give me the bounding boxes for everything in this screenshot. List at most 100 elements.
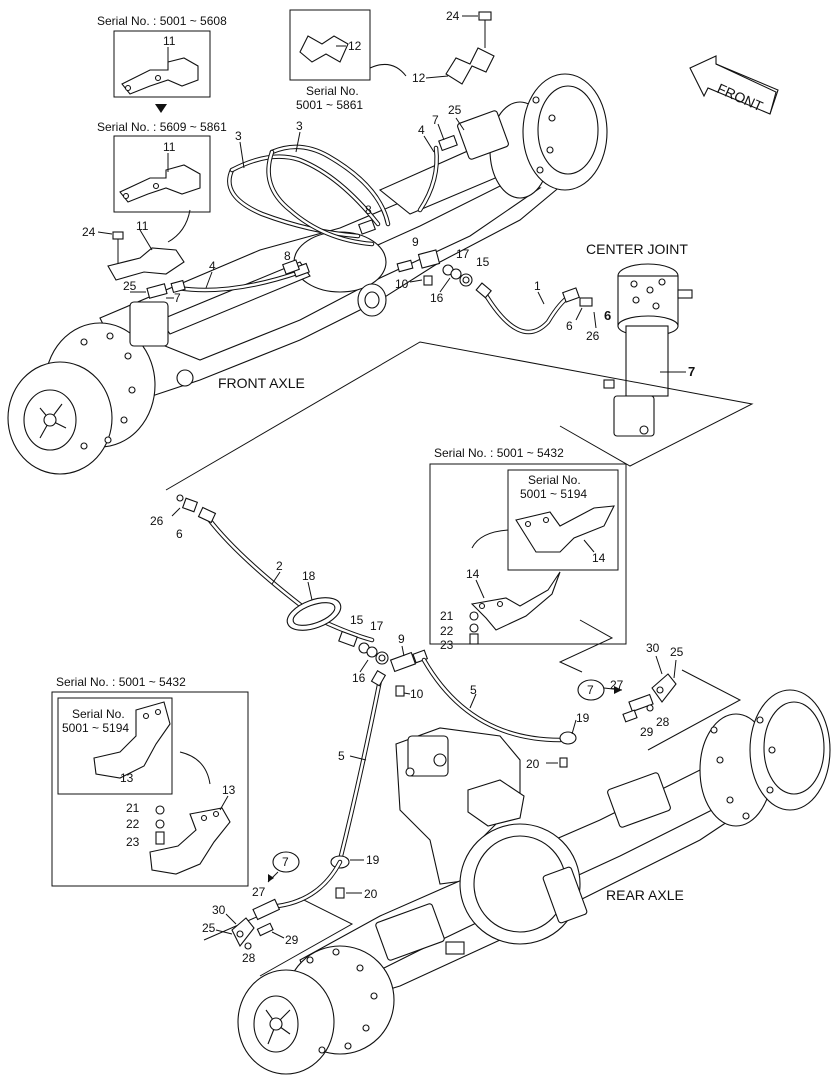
label-22-right: 22 (440, 624, 454, 638)
label-1: 1 (534, 279, 541, 293)
label-9-front: 9 (412, 235, 419, 249)
label-30-left: 30 (212, 903, 226, 917)
serial-box-top-center: 12 Serial No. 5001 ~ 5861 (289, 9, 407, 112)
label-6-cj: 6 (604, 308, 611, 323)
rear-axle-assembly (237, 689, 831, 1075)
serial-box-mid-right: Serial No. : 5001 ~ 5432 Serial No. 5001… (429, 446, 627, 652)
serial-box-top-left-b: Serial No. : 5609 ~ 5861 11 (97, 120, 227, 243)
front-fittings: 7 25 8 8 7 25 (123, 103, 465, 305)
label-10-front: 10 (395, 277, 409, 291)
label-25-top: 25 (448, 103, 462, 117)
label-11-a: 11 (163, 34, 176, 48)
label-24-top: 24 (446, 9, 460, 23)
label-20-left: 20 (364, 887, 378, 901)
label-22-left: 22 (126, 817, 140, 831)
serial-note-lower-left: Serial No. : 5001 ~ 5432 (56, 675, 186, 689)
label-13-inner: 13 (120, 771, 134, 785)
label-28-left: 28 (242, 951, 256, 965)
serial-note-lower-left-inner-1: Serial No. (72, 707, 125, 721)
label-8-top: 8 (365, 203, 372, 217)
label-7-cj: 7 (688, 364, 695, 379)
label-8-front: 8 (284, 249, 291, 263)
label-25-left: 25 (202, 921, 216, 935)
front-direction-arrow: FRONT (689, 55, 779, 115)
label-11-front: 11 (136, 219, 149, 233)
label-15-mid: 15 (350, 613, 364, 627)
label-11-b: 11 (163, 140, 176, 154)
label-21-right: 21 (440, 609, 454, 623)
center-joint: CENTER JOINT 6 7 (586, 241, 695, 437)
label-4-front: 4 (209, 259, 216, 273)
center-joint-label: CENTER JOINT (586, 241, 688, 257)
serial-box-top-left-a: Serial No. : 5001 ~ 5608 11 (97, 14, 227, 113)
label-7-front: 7 (174, 291, 181, 305)
label-26-mid: 26 (150, 514, 164, 528)
label-15-front: 15 (476, 255, 490, 269)
label-4-top: 4 (418, 123, 425, 137)
label-27-left: 27 (252, 885, 266, 899)
label-25-right: 25 (670, 645, 684, 659)
label-7-top: 7 (432, 113, 439, 127)
label-17-front: 17 (456, 247, 470, 261)
label-23-left: 23 (126, 835, 140, 849)
label-12-a: 12 (348, 39, 362, 53)
circle-7-right: 7 (587, 683, 594, 697)
label-13: 13 (222, 783, 236, 797)
label-3-b: 3 (296, 119, 303, 133)
serial-note-mid-right: Serial No. : 5001 ~ 5432 (434, 446, 564, 460)
serial-note-lower-left-inner-2: 5001 ~ 5194 (62, 721, 129, 735)
hoses-5: 5 5 (337, 657, 563, 863)
right-plate-assembly: 7 27 30 25 28 29 (577, 641, 684, 739)
front-tee-fittings: 9 10 17 15 16 (395, 235, 490, 305)
label-29-left: 29 (285, 933, 299, 947)
label-14: 14 (466, 567, 480, 581)
label-10-mid: 10 (410, 687, 424, 701)
label-29-right: 29 (640, 725, 654, 739)
serial-note-top-center-2: 5001 ~ 5861 (296, 98, 363, 112)
mid-tee-fittings: 15 17 9 16 10 (350, 613, 429, 701)
label-6-mid: 6 (176, 527, 183, 541)
label-23-right: 23 (440, 638, 454, 652)
label-17-mid: 17 (370, 619, 384, 633)
label-21-left: 21 (126, 801, 140, 815)
label-18: 18 (302, 569, 316, 583)
bracket-12-top: 24 12 (412, 9, 495, 85)
label-25-front: 25 (123, 279, 137, 293)
serial-note-mid-right-inner-1: Serial No. (528, 473, 581, 487)
label-26-front: 26 (586, 329, 600, 343)
label-19-left: 19 (366, 853, 380, 867)
front-axle-assembly (7, 73, 608, 475)
label-24-left: 24 (82, 225, 96, 239)
label-19-right: 19 (576, 711, 590, 725)
label-16-front: 16 (430, 291, 444, 305)
hoses-3: 3 3 (227, 119, 391, 247)
serial-note-mid-right-inner-2: 5001 ~ 5194 (520, 487, 587, 501)
label-6-front: 6 (566, 319, 573, 333)
label-20-right: 20 (526, 757, 540, 771)
serial-note-top-left-a: Serial No. : 5001 ~ 5608 (97, 14, 227, 28)
down-triangle-icon (155, 104, 167, 113)
label-5-left: 5 (338, 749, 345, 763)
label-30-right: 30 (646, 641, 660, 655)
label-14-inner: 14 (592, 551, 606, 565)
label-5-right: 5 (470, 683, 477, 697)
label-2: 2 (276, 559, 283, 573)
label-9-mid: 9 (398, 632, 405, 646)
hose-2-assembly: 26 6 2 18 (150, 494, 375, 648)
label-27-right: 27 (610, 678, 624, 692)
rear-axle-label: REAR AXLE (606, 887, 684, 903)
label-16-mid: 16 (352, 671, 366, 685)
label-3-a: 3 (235, 129, 242, 143)
bracket-11-front: 24 11 (82, 219, 185, 281)
serial-note-top-left-b: Serial No. : 5609 ~ 5861 (97, 120, 227, 134)
serial-note-top-center-1: Serial No. (306, 84, 359, 98)
hose-4-front: 4 4 (170, 123, 439, 294)
connection-outline (165, 341, 754, 491)
label-12-b: 12 (412, 71, 426, 85)
clamps-19-20: 19 20 19 20 (330, 711, 590, 901)
label-28-right: 28 (656, 715, 670, 729)
circle-7-left: 7 (282, 855, 289, 869)
front-axle-label: FRONT AXLE (218, 375, 305, 391)
hose-1: 1 6 26 (475, 279, 600, 343)
